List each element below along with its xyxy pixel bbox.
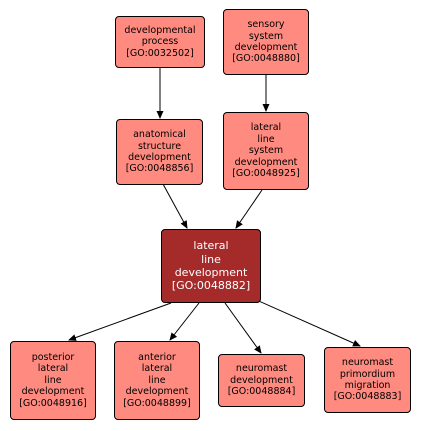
node-label-line: development — [125, 386, 189, 398]
node-go-id: [GO:0032502] — [126, 47, 194, 59]
node-label-line: development — [230, 374, 293, 386]
node-go-id: [GO:0048899] — [123, 397, 191, 409]
edge-lateral-line-development-to-neuromast-development — [224, 302, 262, 354]
node-sensory-system-development[interactable]: sensory system development [GO:0048880] — [223, 9, 309, 75]
node-label-line: development — [128, 152, 191, 163]
node-label-line: system — [248, 145, 284, 157]
node-neuromast-primordium-migration[interactable]: neuromast primordium migration [GO:00488… — [324, 347, 411, 413]
edge-lateral-line-development-to-neuromast-primordium-migration — [251, 297, 361, 347]
node-label-line: line — [148, 374, 166, 386]
node-label-line: development — [21, 386, 85, 398]
edge-anatomical-structure-development-to-lateral-line-development — [162, 183, 188, 229]
node-label-line: sensory — [247, 19, 285, 31]
node-label-line: neuromast — [235, 363, 288, 375]
node-label-line: development — [174, 266, 248, 279]
node-label-line: neuromast — [341, 357, 394, 369]
node-label-line: lateral — [193, 239, 229, 253]
node-go-id: [GO:0048856] — [125, 163, 194, 175]
node-label-line: process — [141, 36, 179, 48]
node-label-line: lateral — [250, 122, 282, 134]
node-go-id: [GO:0048882] — [171, 279, 251, 293]
node-neuromast-development[interactable]: neuromast development [GO:0048884] — [218, 354, 305, 407]
node-go-id: [GO:0048883] — [333, 391, 402, 403]
node-go-id: [GO:0048884] — [227, 386, 296, 398]
node-label-line: lateral — [141, 363, 173, 375]
node-label-line: primordium — [339, 368, 396, 380]
node-label-line: line — [257, 133, 275, 145]
node-label-line: migration — [344, 380, 391, 391]
node-label-line: development — [234, 156, 298, 168]
node-go-id: [GO:0048916] — [19, 397, 87, 409]
node-posterior-lateral-line-development[interactable]: posterior lateral line development [GO:0… — [10, 341, 96, 420]
node-label-line: structure — [137, 140, 182, 152]
node-label-line: line — [201, 252, 221, 266]
node-anatomical-structure-development[interactable]: anatomical structure development [GO:004… — [116, 119, 203, 185]
node-go-id: [GO:0048925] — [232, 168, 300, 180]
node-label-line: developmental — [124, 24, 196, 36]
node-lateral-line-system-development[interactable]: lateral line system development [GO:0048… — [223, 112, 309, 190]
node-label-line: line — [44, 374, 62, 386]
edge-lateral-line-development-to-anterior-lateral-line-development — [169, 302, 200, 341]
edge-lateral-line-development-to-posterior-lateral-line-development — [68, 302, 172, 341]
node-label-line: development — [234, 42, 298, 53]
node-label-line: system — [248, 30, 284, 42]
node-lateral-line-development[interactable]: lateral line development [GO:0048882] — [161, 229, 261, 303]
node-developmental-process[interactable]: developmental process [GO:0032502] — [115, 16, 205, 68]
edge-lateral-line-system-development-to-lateral-line-development — [235, 189, 263, 229]
node-go-id: [GO:0048880] — [232, 53, 300, 65]
node-label-line: anterior — [138, 351, 176, 363]
node-label-line: anatomical — [133, 129, 186, 141]
node-label-line: posterior — [31, 351, 75, 363]
node-label-line: lateral — [37, 363, 69, 375]
node-anterior-lateral-line-development[interactable]: anterior lateral line development [GO:00… — [114, 341, 200, 420]
